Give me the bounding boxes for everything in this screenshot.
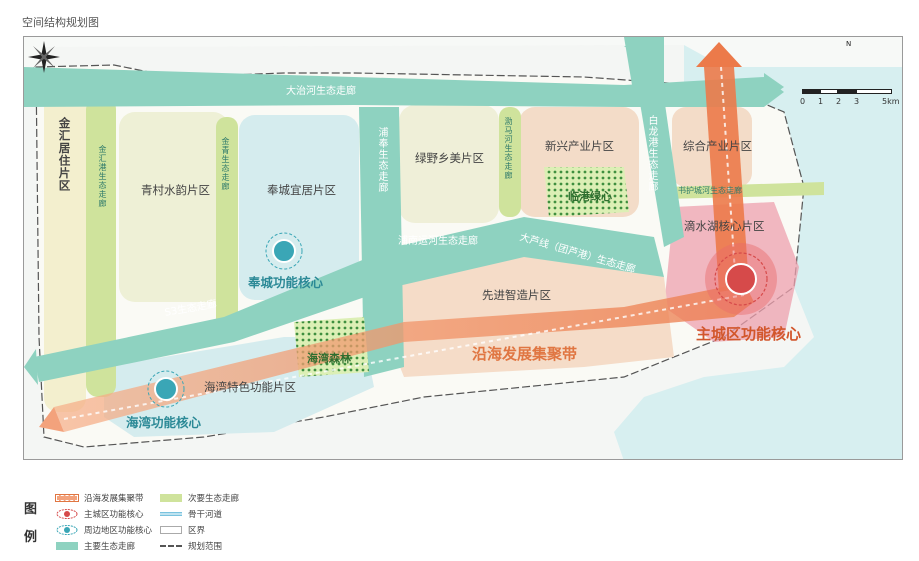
scale-label-2: 2 bbox=[836, 97, 842, 106]
district-qingcun-label: 青村水韵片区 bbox=[141, 183, 210, 197]
legend-item-sub-core: 周边地区功能核心 bbox=[56, 524, 152, 536]
district-xinxing-label: 新兴产业片区 bbox=[545, 139, 614, 153]
corridor-jinqing-label: 金青生态走廊 bbox=[221, 137, 230, 191]
district-fengcheng-label: 奉城宜居片区 bbox=[267, 183, 336, 197]
north-arrow-icon bbox=[28, 41, 60, 73]
corridor-shuhu bbox=[664, 182, 824, 199]
green-haiwan-forest-label: 海湾森林 bbox=[307, 352, 351, 365]
legend-item-belt: 沿海发展集聚带 bbox=[55, 492, 144, 504]
legend-item-planning-range: 规划范围 bbox=[160, 540, 222, 552]
green-lingang-label: 临港绿心 bbox=[568, 190, 612, 203]
corridor-jinhui-gang bbox=[86, 97, 116, 397]
core-haiwan-marker bbox=[147, 370, 185, 408]
north-label: N bbox=[846, 40, 852, 48]
corridor-dazhi-label: 大治河生态走廊 bbox=[286, 86, 356, 97]
core-fengcheng-label: 奉城功能核心 bbox=[248, 275, 324, 290]
district-xianjin-block bbox=[384, 247, 674, 377]
district-qingcun-block bbox=[119, 112, 229, 302]
legend-title-2: 例 bbox=[24, 530, 38, 545]
corridor-bailong-label: 白龙港生态走廊 bbox=[646, 115, 657, 192]
belt-north bbox=[704, 67, 749, 292]
district-haiwan-label: 海湾特色功能片区 bbox=[204, 380, 296, 394]
district-xianjin-label: 先进智造片区 bbox=[482, 288, 551, 302]
core-fengcheng-marker bbox=[265, 232, 303, 270]
legend-title-1: 图 bbox=[24, 502, 38, 517]
legend-item-river: 骨干河道 bbox=[160, 508, 222, 520]
corridor-pufeng bbox=[359, 107, 404, 377]
page-title: 空间结构规划图 bbox=[22, 16, 99, 29]
district-lvye-block bbox=[399, 105, 499, 223]
sub-core-icon bbox=[56, 525, 78, 535]
corridor-bailong bbox=[639, 97, 684, 247]
scale-label-1: 1 bbox=[818, 97, 824, 106]
district-dishuihu-label: 滴水湖核心片区 bbox=[684, 219, 765, 233]
corridor-dazhi bbox=[24, 67, 784, 107]
district-lvye-label: 绿野乡美片区 bbox=[415, 151, 484, 165]
main-core-icon bbox=[56, 509, 78, 519]
belt-coastal bbox=[54, 282, 754, 432]
corridor-jinqing bbox=[216, 117, 238, 337]
corridor-pufeng-label: 浦奉生态走廊 bbox=[376, 127, 387, 193]
core-main-label: 主城区功能核心 bbox=[696, 325, 802, 343]
scale-bar: 0 1 2 3 5km bbox=[800, 89, 900, 109]
corridor-jinhui-gang-label: 金汇港生态走廊 bbox=[98, 145, 107, 208]
district-jinhui-block bbox=[44, 92, 86, 412]
legend-item-district-boundary: 区界 bbox=[160, 524, 205, 536]
core-main-marker bbox=[705, 243, 777, 315]
district-fengcheng-block bbox=[239, 115, 359, 300]
core-haiwan-label: 海湾功能核心 bbox=[126, 415, 202, 430]
corridor-s3 bbox=[34, 217, 664, 382]
legend-item-secondary-corridor: 次要生态走廊 bbox=[160, 492, 239, 504]
scale-label-0: 0 bbox=[800, 97, 806, 106]
scale-label-5: 5km bbox=[882, 97, 900, 106]
district-zonghe-label: 综合产业片区 bbox=[683, 139, 752, 153]
corridor-zhuma bbox=[499, 107, 521, 217]
legend-item-primary-corridor: 主要生态走廊 bbox=[56, 540, 135, 552]
corridor-shuhu-label: 书护城河生态走廊 bbox=[678, 186, 742, 195]
legend-item-main-core: 主城区功能核心 bbox=[56, 508, 144, 520]
green-lingang bbox=[544, 167, 629, 217]
map-canvas bbox=[24, 37, 902, 459]
corridor-zhuma-label: 泐马河生态走廊 bbox=[504, 117, 513, 180]
map-frame[interactable]: 金汇居住片区 金汇港生态走廊 青村水韵片区 金青生态走廊 奉城宜居片区 浦奉生态… bbox=[23, 36, 903, 460]
scale-label-3: 3 bbox=[854, 97, 860, 106]
belt-label: 沿海发展集聚带 bbox=[472, 345, 578, 363]
corridor-punan-label: 浦南运河生态走廊 bbox=[398, 236, 478, 247]
district-jinhui-label: 金汇居住片区 bbox=[57, 117, 72, 192]
